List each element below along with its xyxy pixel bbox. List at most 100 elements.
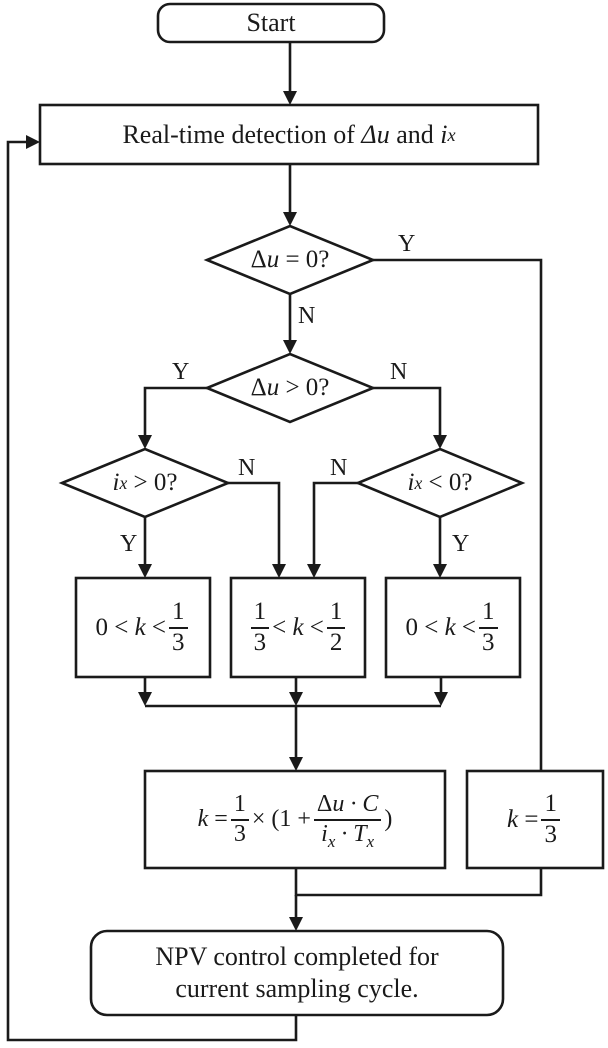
box-left-den: 3: [172, 628, 185, 656]
formula-ratio-num: Δu · C: [313, 791, 382, 821]
edge-dec3-no: [228, 481, 281, 566]
formula-ratio-den: ix · Tx: [318, 820, 377, 851]
box-right-k: k: [444, 613, 456, 641]
edge-join-to-end: [294, 868, 543, 897]
formula-tx: x: [366, 831, 375, 851]
arrowhead: [283, 340, 297, 354]
dec4-var: i: [407, 469, 415, 496]
box-mid-num1: 1: [250, 599, 270, 629]
arrowhead: [307, 564, 321, 578]
dec1-rel: = 0?: [279, 246, 330, 273]
arrowhead: [272, 564, 286, 578]
dec1-var: u: [266, 246, 280, 273]
label-dec1-yes: Y: [398, 231, 416, 257]
decision-ix-negative-shape: [354, 447, 526, 519]
formula-u: u: [332, 791, 345, 818]
dec2-var: u: [266, 374, 280, 401]
edge-dec2-no: [373, 386, 442, 437]
dec2-lhs: Δ: [250, 374, 267, 401]
box-left-lhs: 0 <: [95, 613, 129, 641]
formula-den: 3: [233, 820, 246, 847]
formula-num: 1: [230, 792, 249, 821]
box-left-k: k: [134, 613, 146, 641]
arrowhead: [433, 435, 447, 449]
arrowhead: [289, 692, 303, 706]
box-mid-lt1: <: [272, 613, 287, 641]
k-third-k: k: [507, 805, 519, 833]
arrowhead: [138, 692, 152, 706]
formula-eq: =: [214, 806, 228, 833]
arrowhead: [433, 564, 447, 578]
edge-dec2-yes: [143, 386, 207, 437]
formula-dot-t: · T: [335, 820, 367, 847]
box-mid-lt2: <: [309, 613, 324, 641]
label-dec4-no: N: [330, 455, 348, 481]
box-left-shape: [74, 576, 212, 679]
start-label: Start: [246, 8, 296, 38]
formula-k: k: [197, 806, 209, 833]
box-right-den: 3: [482, 628, 495, 656]
arrowhead: [283, 212, 297, 226]
formula-close: ): [384, 806, 393, 833]
arrowhead: [138, 435, 152, 449]
k-third-den: 3: [544, 820, 557, 848]
end-line-2: current sampling cycle.: [175, 974, 419, 1003]
box-left-lt: <: [151, 613, 167, 641]
formula-ratio: Δu · C ix · Tx: [313, 791, 382, 851]
box-right-lt: <: [461, 613, 477, 641]
formula-box-shape: [143, 769, 447, 870]
arrowhead: [434, 692, 448, 706]
formula-dot-c: · C: [344, 791, 379, 818]
arrowhead: [289, 757, 303, 771]
dec3-var: i: [112, 469, 120, 496]
arrowhead: [138, 564, 152, 578]
label-dec3-no: N: [238, 455, 256, 481]
detect-prefix: Real-time detection of: [122, 119, 355, 149]
box-mid-k: k: [292, 613, 304, 641]
detect-and: and: [396, 119, 434, 149]
label-dec3-yes: Y: [120, 531, 138, 557]
label-dec2-yes: Y: [172, 359, 190, 385]
formula-i: i: [321, 820, 328, 847]
box-mid-num2: 1: [326, 599, 346, 629]
box-right-lhs: 0 <: [405, 613, 439, 641]
arrowhead: [26, 135, 40, 149]
edge-dec4-no: [312, 481, 358, 566]
formula-times: × (1 +: [251, 806, 311, 833]
end-node: NPV control completed for current sampli…: [91, 931, 503, 1015]
start-node-shape: [156, 2, 386, 44]
start-node: Start: [158, 4, 384, 42]
dec4-rel: < 0?: [422, 469, 473, 496]
box-mid-den1: 3: [253, 628, 267, 656]
k-third-box-shape: [465, 769, 605, 870]
box-right-shape: [384, 576, 522, 679]
detect-delta: Δ: [361, 119, 377, 149]
end-line-1: NPV control completed for: [155, 941, 439, 971]
k-third-eq: =: [524, 805, 539, 833]
detect-box-shape: [38, 103, 540, 166]
box-right-num: 1: [479, 599, 498, 629]
label-dec4-yes: Y: [452, 531, 470, 557]
arrowhead: [289, 917, 303, 931]
formula-ix: x: [327, 831, 336, 851]
arrowhead: [283, 91, 297, 105]
dec3-rel: > 0?: [127, 469, 178, 496]
k-third-num: 1: [541, 791, 560, 821]
formula-delta: Δ: [316, 791, 333, 818]
